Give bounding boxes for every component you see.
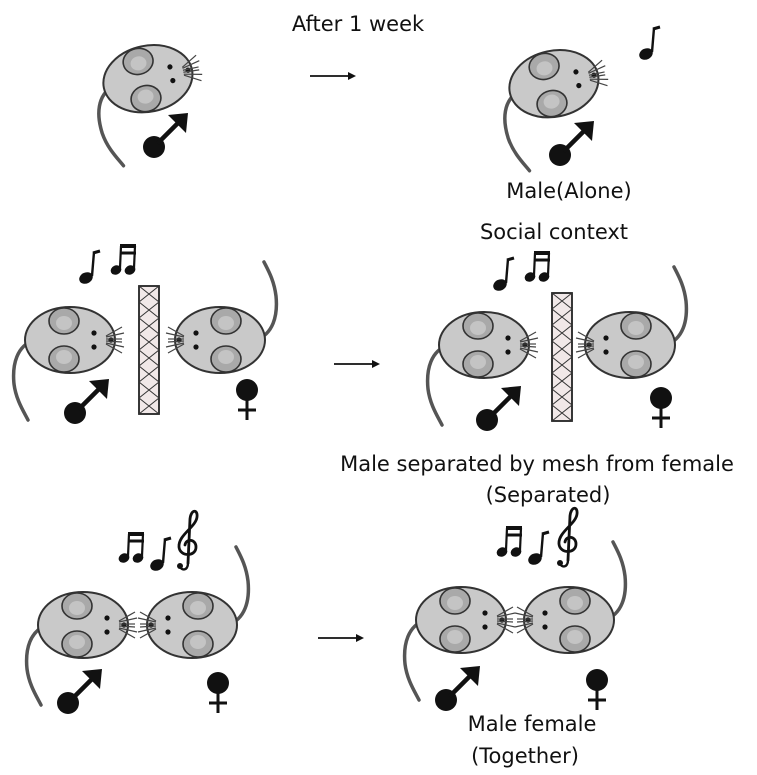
beamed-notes-icon (493, 526, 525, 561)
separated-condition-label: (Separated) (485, 483, 611, 507)
social-context-title: Social context (479, 220, 629, 244)
female-symbol-icon (234, 377, 260, 422)
separated-after-male-mouse (425, 310, 540, 427)
male-symbol-icon (64, 379, 109, 424)
separated-before-female-mouse (164, 260, 279, 375)
separated-description: Male separated by mesh from female (340, 452, 734, 476)
quarter-note-icon (635, 25, 662, 64)
arrow-right-icon (309, 71, 357, 81)
female-symbol-icon (584, 667, 610, 712)
female-symbol-icon (648, 385, 674, 430)
treble-clef-icon (175, 509, 199, 571)
male-symbol-icon (435, 666, 480, 711)
time-label: After 1 week (291, 12, 425, 36)
together-condition-label: (Together) (471, 744, 579, 768)
male-symbol-icon (57, 669, 102, 714)
female-symbol-icon (205, 670, 231, 715)
alone-condition-label: Male(Alone) (506, 179, 632, 203)
separated-before-male-mouse (11, 305, 126, 422)
male-symbol-icon (143, 113, 188, 158)
treble-clef-icon (555, 506, 579, 568)
quarter-note-icon (146, 536, 173, 575)
mesh-barrier-icon (551, 292, 573, 422)
separated-after-female-mouse (574, 265, 689, 380)
together-description: Male female (467, 712, 597, 736)
male-symbol-icon (549, 121, 594, 166)
beamed-notes-icon (107, 244, 139, 279)
mesh-barrier-icon (138, 285, 160, 415)
beamed-notes-icon (115, 532, 147, 567)
beamed-notes-icon (521, 251, 553, 286)
arrow-right-icon (317, 633, 365, 643)
arrow-right-icon (333, 359, 381, 369)
male-symbol-icon (476, 386, 521, 431)
quarter-note-icon (75, 249, 102, 288)
quarter-note-icon (489, 256, 516, 295)
quarter-note-icon (524, 530, 551, 569)
